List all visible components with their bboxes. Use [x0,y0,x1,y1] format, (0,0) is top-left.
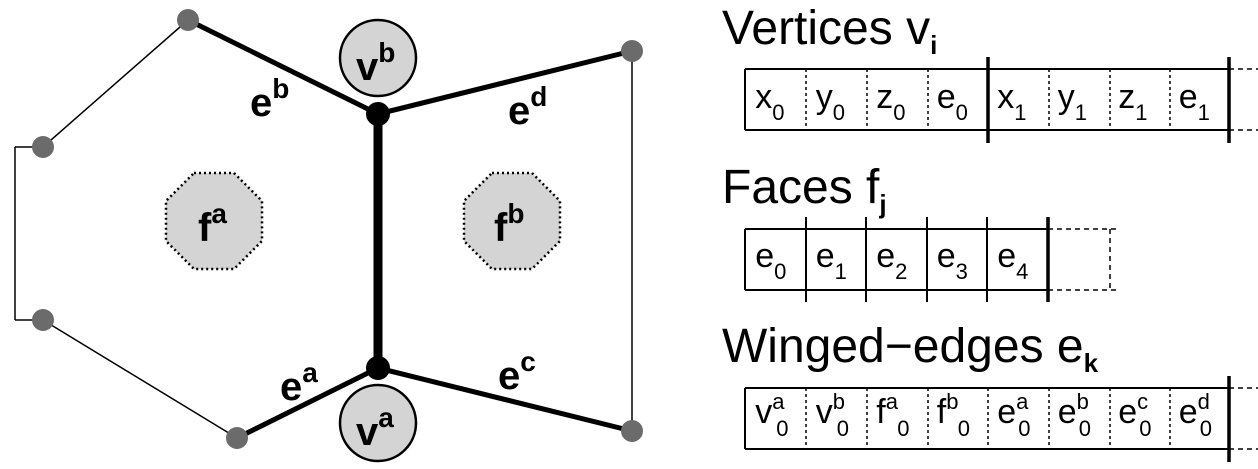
thin-edges [14,19,633,439]
table-cell: e1 [816,237,847,284]
faces-table: e0 e1 e2 e3 e4 [744,217,1120,302]
vertex-b-circle [338,18,418,98]
face-b-label: fb [494,198,524,250]
thin-edge [42,319,238,439]
outer-node [32,309,54,331]
edge-eb-label: eb [250,73,289,125]
edge-ed-line [375,48,635,117]
faces-cells: e0 e1 e2 e3 e4 [755,237,1028,284]
edge-ed-label: ed [508,81,547,133]
table-cell: y0 [816,78,845,125]
table-cell: e3 [937,237,968,284]
table-cell: z0 [876,78,905,125]
vertex-b-label: vb [356,37,395,89]
vertex-a-node [366,356,390,380]
edge-ea-label: ea [280,357,318,409]
vertices-title: Vertices vi [722,2,937,60]
table-cell: x0 [755,78,784,125]
vertices-table: x0 y0 z0 e0 x1 y1 z1 e1 [744,57,1258,143]
face-b-octagon [462,171,562,271]
thin-edge [42,19,189,148]
face-a-octagon [164,171,264,271]
table-cell: fb0 [937,389,970,441]
outer-node [621,420,643,442]
outer-node [32,136,54,158]
table-cell: e0 [755,237,786,284]
thick-edges [185,17,635,441]
vertices-cells: x0 y0 z0 e0 x1 y1 z1 e1 [755,78,1210,125]
winged-edges-title: Winged−edges ek [722,320,1099,378]
outer-node [226,427,248,449]
edge-ec-line [375,365,635,434]
table-cell: e2 [876,237,907,284]
vertex-b-node [366,102,390,126]
outer-nodes [32,9,643,449]
table-cell: e0 [937,78,968,125]
edge-eb-line [185,17,381,117]
faces-title: Faces fj [722,161,887,219]
table-cell: fa0 [876,389,909,441]
edge-ea-line [234,365,381,441]
table-cell: e1 [1179,78,1210,125]
table-cell: x1 [997,78,1026,125]
outer-node [621,40,643,62]
face-a-label: fa [198,198,227,250]
edge-ec-label: ec [498,346,536,398]
table-cell: y1 [1058,78,1087,125]
table-cell: z1 [1118,78,1147,125]
vertex-a-label: va [356,402,394,454]
vertex-a-circle [338,383,418,463]
outer-node [177,9,199,31]
table-cell: e4 [997,237,1028,284]
